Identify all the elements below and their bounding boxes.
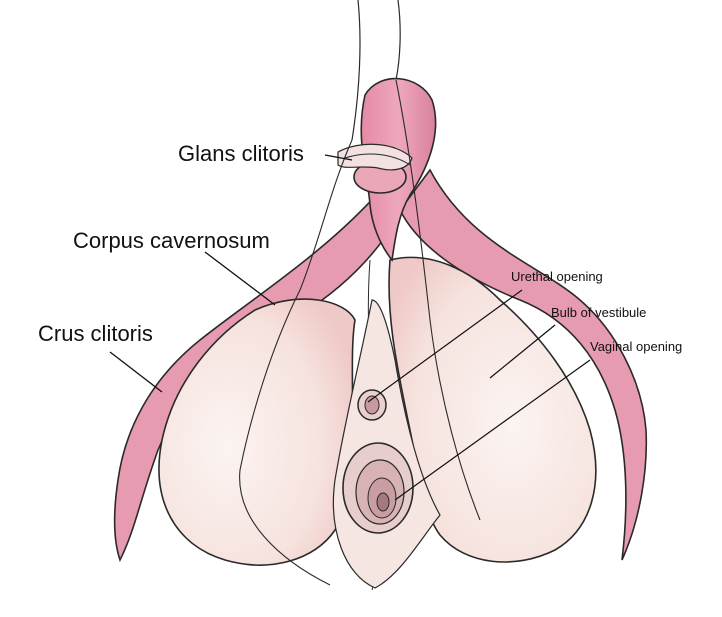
- membrane-outline-left: [239, 139, 353, 586]
- leader-glans: [324, 154, 353, 161]
- label-urethral-opening: Urethal opening: [511, 269, 603, 284]
- prepuce-band: [337, 143, 413, 171]
- label-crus-clitoris: Crus clitoris: [38, 321, 153, 346]
- prepuce-line: [344, 153, 411, 166]
- thread-line-right: [395, 0, 401, 81]
- leader-corpus: [204, 251, 276, 306]
- bulb-right-shape: [388, 256, 597, 563]
- crus-right-shape: [399, 168, 648, 561]
- membrane-outline-right: [395, 79, 481, 521]
- leader-vaginal: [394, 359, 591, 501]
- thread-line-left: [351, 0, 361, 141]
- label-bulb-of-vestibule: Bulb of vestibule: [551, 305, 647, 320]
- leader-bulb: [489, 324, 556, 379]
- bulb-left-shape: [158, 298, 356, 566]
- leader-urethral: [367, 289, 523, 403]
- label-vaginal-opening: Vaginal opening: [590, 339, 683, 354]
- leader-crus: [109, 351, 163, 393]
- label-corpus-cavernosum: Corpus cavernosum: [73, 228, 270, 253]
- label-glans-clitoris: Glans clitoris: [178, 141, 304, 166]
